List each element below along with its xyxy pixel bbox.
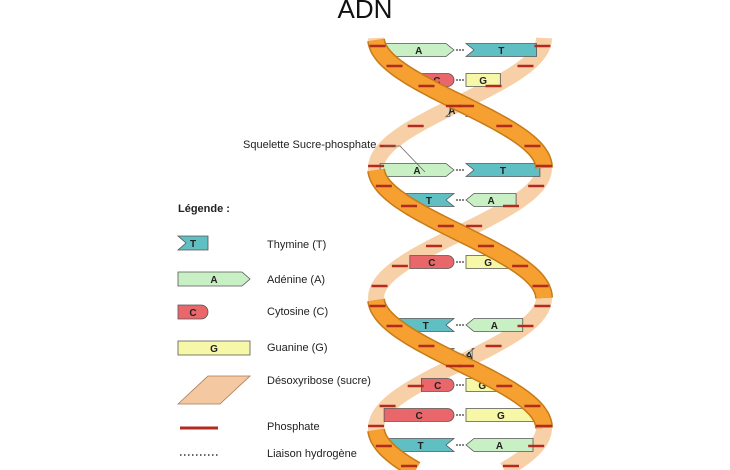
hydrogen-bond-dot	[456, 199, 458, 201]
base-A: A	[465, 193, 517, 207]
hydrogen-bond-dot	[462, 49, 464, 51]
svg-text:C: C	[428, 258, 435, 269]
hydrogen-bond-dot	[462, 324, 464, 326]
base-A: A	[465, 318, 524, 332]
legend-thymine-icon: T	[176, 235, 209, 251]
base-A: A	[465, 438, 534, 452]
hydrogen-bond-dot	[456, 414, 458, 416]
svg-text:T: T	[426, 196, 432, 207]
hydrogen-bond-dot	[462, 414, 464, 416]
backbone-annotation: Squelette Sucre-phosphate	[243, 139, 377, 151]
hydrogen-bond-dot	[456, 169, 458, 171]
legend-label-sugar: Désoxyribose (sucre)	[267, 375, 371, 387]
svg-text:T: T	[190, 239, 196, 250]
legend-label-phosphate: Phosphate	[267, 421, 320, 433]
annotation-leader-line	[384, 145, 426, 173]
hydrogen-bond-dot	[456, 384, 458, 386]
svg-text:A: A	[487, 196, 494, 207]
hydrogen-bond-dot	[462, 169, 464, 171]
legend-label-hydrogen-bond: Liaison hydrogène	[267, 448, 357, 460]
legend-cytosine-icon: C	[177, 304, 209, 320]
sugar-phosphate-backbone-front	[368, 38, 552, 169]
svg-text:T: T	[500, 166, 506, 177]
hydrogen-bond-dot	[456, 324, 458, 326]
svg-text:G: G	[478, 381, 486, 392]
hydrogen-bond-dot	[459, 199, 461, 201]
hydrogen-bond-dot	[462, 384, 464, 386]
hydrogen-bond-dot	[456, 79, 458, 81]
hydrogen-bond-dot	[456, 49, 458, 51]
hydrogen-bond-dot	[459, 414, 461, 416]
hydrogen-bond-dot	[459, 324, 461, 326]
svg-text:A: A	[465, 351, 472, 362]
base-T: T	[464, 163, 541, 177]
hydrogen-bond-dot	[459, 384, 461, 386]
legend-label-adenine: Adénine (A)	[267, 274, 326, 286]
base-G: G	[465, 73, 501, 87]
base-C: C	[421, 378, 455, 392]
hydrogen-bond-dot	[462, 261, 464, 263]
base-A: A	[379, 163, 455, 177]
legend-adenine-icon: A	[177, 271, 251, 287]
hydrogen-bond-dot	[459, 49, 461, 51]
svg-text:C: C	[189, 308, 196, 319]
hydrogen-bond-dot	[459, 169, 461, 171]
base-T: T	[464, 43, 537, 57]
sugar-phosphate-backbone-front	[368, 168, 552, 299]
legend-label-guanine: Guanine (G)	[267, 342, 328, 354]
svg-text:T: T	[417, 441, 423, 452]
svg-text:T: T	[423, 321, 429, 332]
hydrogen-bond-dot	[459, 261, 461, 263]
hydrogen-bond-dot	[456, 444, 458, 446]
legend-label-cytosine: Cytosine (C)	[267, 306, 329, 318]
svg-text:T: T	[498, 46, 504, 57]
svg-text:A: A	[448, 106, 455, 117]
svg-text:A: A	[496, 441, 503, 452]
hydrogen-bond-dot	[459, 444, 461, 446]
svg-text:G: G	[479, 76, 487, 87]
svg-text:G: G	[210, 344, 218, 355]
svg-text:C: C	[415, 411, 422, 422]
svg-text:A: A	[415, 46, 422, 57]
svg-text:G: G	[497, 411, 505, 422]
sugar-phosphate-backbone-front	[368, 428, 420, 470]
legend-sugar-icon	[176, 375, 252, 405]
svg-text:A: A	[491, 321, 498, 332]
legend-label-thymine: Thymine (T)	[267, 239, 327, 251]
svg-text:C: C	[434, 381, 441, 392]
svg-text:G: G	[484, 258, 492, 269]
legend-title: Légende :	[178, 203, 230, 215]
hydrogen-bond-dot	[462, 79, 464, 81]
base-C: C	[409, 255, 455, 269]
base-C: C	[383, 408, 455, 422]
diagram-title: ADN	[337, 0, 393, 24]
hydrogen-bond-dot	[462, 199, 464, 201]
hydrogen-bond-dot	[462, 444, 464, 446]
svg-text:A: A	[413, 166, 420, 177]
svg-text:A: A	[210, 275, 217, 286]
legend-guanine-icon: G	[177, 340, 251, 356]
hydrogen-bond-dot	[459, 79, 461, 81]
hydrogen-bond-dot	[456, 261, 458, 263]
